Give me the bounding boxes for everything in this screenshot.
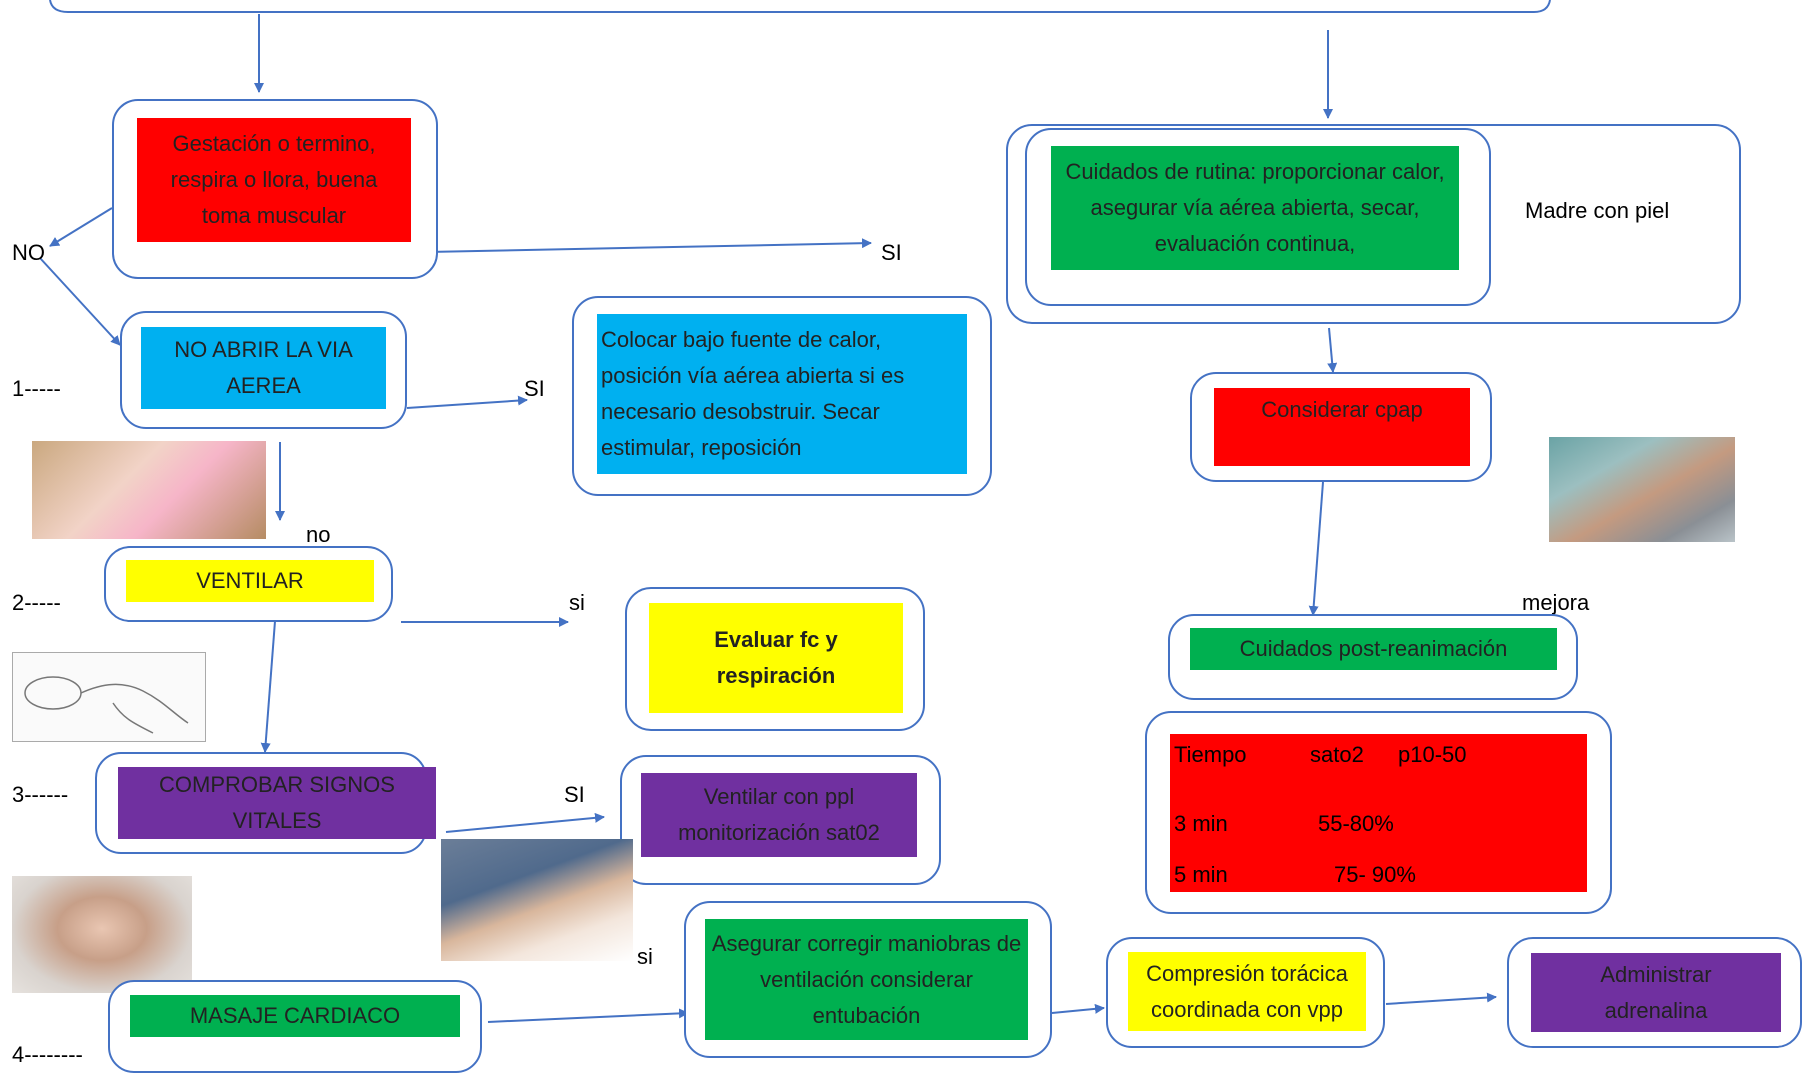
adrenaline-text: Administrar adrenalina — [1531, 953, 1781, 1032]
arrow-to-airway — [39, 257, 121, 346]
arrow-cpap-down — [1308, 481, 1324, 616]
secure-text: Asegurar corregir maniobras de ventilaci… — [705, 919, 1028, 1040]
label-si-top: SI — [881, 240, 902, 265]
warm-text: Colocar bajo fuente de calor, posición v… — [597, 314, 967, 474]
table-row-value: 75- 90% — [1334, 862, 1416, 887]
arrow-to-compression — [1051, 1003, 1105, 1014]
assess-text: Gestación o termino, respira o llora, bu… — [137, 118, 411, 242]
label-check-si: SI — [564, 782, 585, 807]
ventilation-sketch-drawing — [24, 676, 189, 734]
arrow-routine-down — [1327, 327, 1338, 373]
airway-text: NO ABRIR LA VIA AEREA — [141, 327, 386, 409]
cpr-infant-photo — [441, 839, 633, 961]
post-text: Cuidados post-reanimación — [1190, 628, 1557, 670]
check-text: COMPROBAR SIGNOS VITALES — [118, 767, 436, 839]
table-header-col2: sato2 — [1310, 742, 1364, 767]
arrow-massage-right — [487, 1008, 689, 1023]
step-4: 4-------- — [12, 1042, 83, 1067]
infant-airway-photo — [32, 441, 266, 539]
step-2: 2----- — [12, 590, 61, 615]
massage-text: MASAJE CARDIACO — [130, 995, 460, 1037]
arrow-ventilate-down — [260, 607, 277, 753]
table-row-time: 3 min — [1174, 811, 1228, 836]
compression-text: Compresión torácica coordinada con vpp — [1128, 952, 1366, 1031]
routine-text: Cuidados de rutina: proporcionar calor, … — [1051, 146, 1459, 270]
mother-label: Madre con piel — [1525, 198, 1670, 223]
label-ventilate-si: si — [569, 590, 585, 615]
table-header-col3: p10-50 — [1398, 742, 1467, 767]
evaluate-text: Evaluar fc y respiración — [649, 603, 903, 713]
label-airway-si: SI — [524, 376, 545, 401]
improves-label: mejora — [1522, 590, 1590, 615]
ventilate-text: VENTILAR — [126, 560, 374, 602]
table-row-value: 55-80% — [1318, 811, 1394, 836]
step-3: 3------ — [12, 782, 69, 807]
crying-baby-photo — [12, 876, 192, 993]
arrow-to-si — [426, 238, 872, 253]
skin-to-skin-photo — [1549, 437, 1735, 542]
arrow-check-si — [445, 812, 605, 833]
label-massage-si: si — [637, 944, 653, 969]
table-row-time: 5 min — [1174, 862, 1228, 887]
step-1: 1----- — [12, 376, 61, 401]
arrow-to-adrenaline — [1385, 992, 1497, 1005]
top-box-edge — [49, 0, 1551, 13]
ventilation-sketch — [12, 652, 206, 742]
ppl-text: Ventilar con ppl monitorización sat02 — [641, 773, 917, 857]
arrow-to-no — [49, 207, 113, 247]
label-no-lower: no — [306, 522, 331, 547]
label-no: NO — [12, 240, 45, 265]
table-header-col1: Tiempo — [1174, 742, 1247, 767]
sat-table — [1170, 734, 1587, 892]
arrow-airway-si — [406, 395, 528, 409]
cpap-text: Considerar cpap — [1214, 388, 1470, 466]
